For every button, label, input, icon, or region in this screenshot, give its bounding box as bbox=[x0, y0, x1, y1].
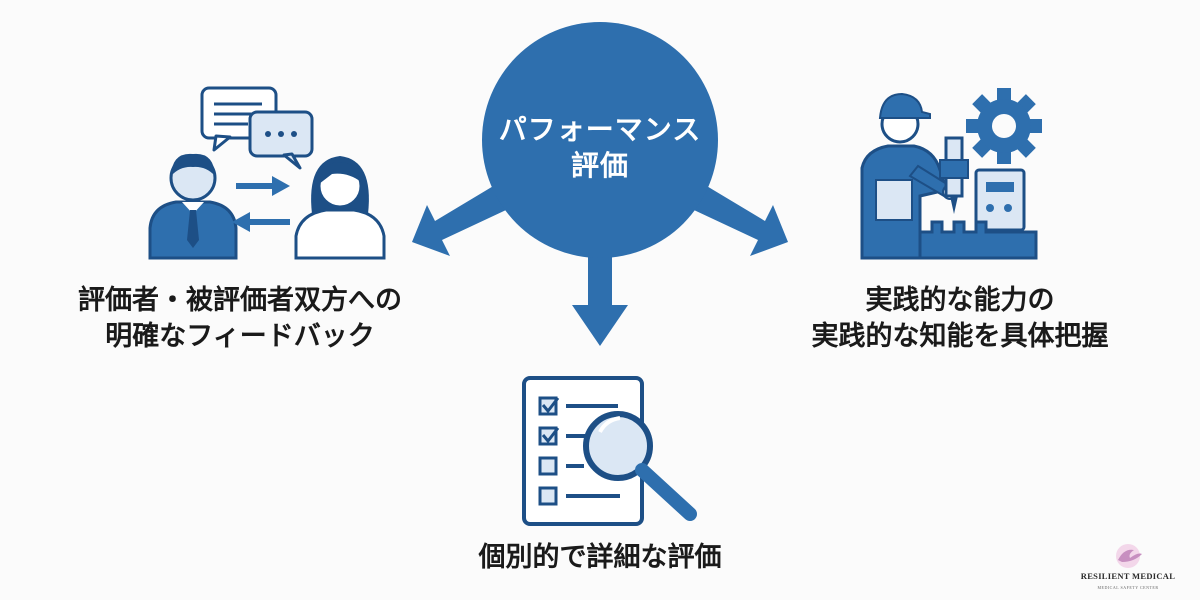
right-caption-line2: 実践的な知能を具体把握 bbox=[811, 321, 1109, 352]
left-caption-line2: 明確なフィードバック bbox=[105, 321, 375, 352]
right-caption-line1: 実践的な能力の bbox=[865, 285, 1055, 316]
left-caption-line1: 評価者・被評価者双方への bbox=[78, 285, 402, 316]
bottom-caption-line1: 個別的で詳細な評価 bbox=[478, 542, 722, 573]
arrow-down bbox=[572, 245, 628, 346]
center-title-line1: パフォーマンス bbox=[498, 113, 702, 146]
center-node-label: パフォーマンス 評価 bbox=[470, 112, 730, 184]
two-people-chat-icon bbox=[148, 86, 386, 260]
center-title-line2: 評価 bbox=[570, 149, 629, 182]
checklist-magnifier-icon bbox=[522, 376, 697, 526]
logo-subtitle: MEDICAL SAFETY CENTER bbox=[1097, 585, 1159, 590]
left-branch-caption: 評価者・被評価者双方への 明確なフィードバック bbox=[40, 283, 440, 355]
bottom-branch-caption: 個別的で詳細な評価 bbox=[400, 540, 800, 576]
brand-logo: RESILIENT MEDICAL MEDICAL SAFETY CENTER bbox=[1058, 540, 1198, 598]
right-branch-caption: 実践的な能力の 実践的な知能を具体把握 bbox=[740, 283, 1180, 355]
worker-machine-icon bbox=[860, 88, 1042, 260]
center-circle bbox=[482, 22, 718, 258]
logo-name: RESILIENT MEDICAL bbox=[1080, 571, 1176, 581]
bird-logo-icon bbox=[1116, 544, 1142, 568]
